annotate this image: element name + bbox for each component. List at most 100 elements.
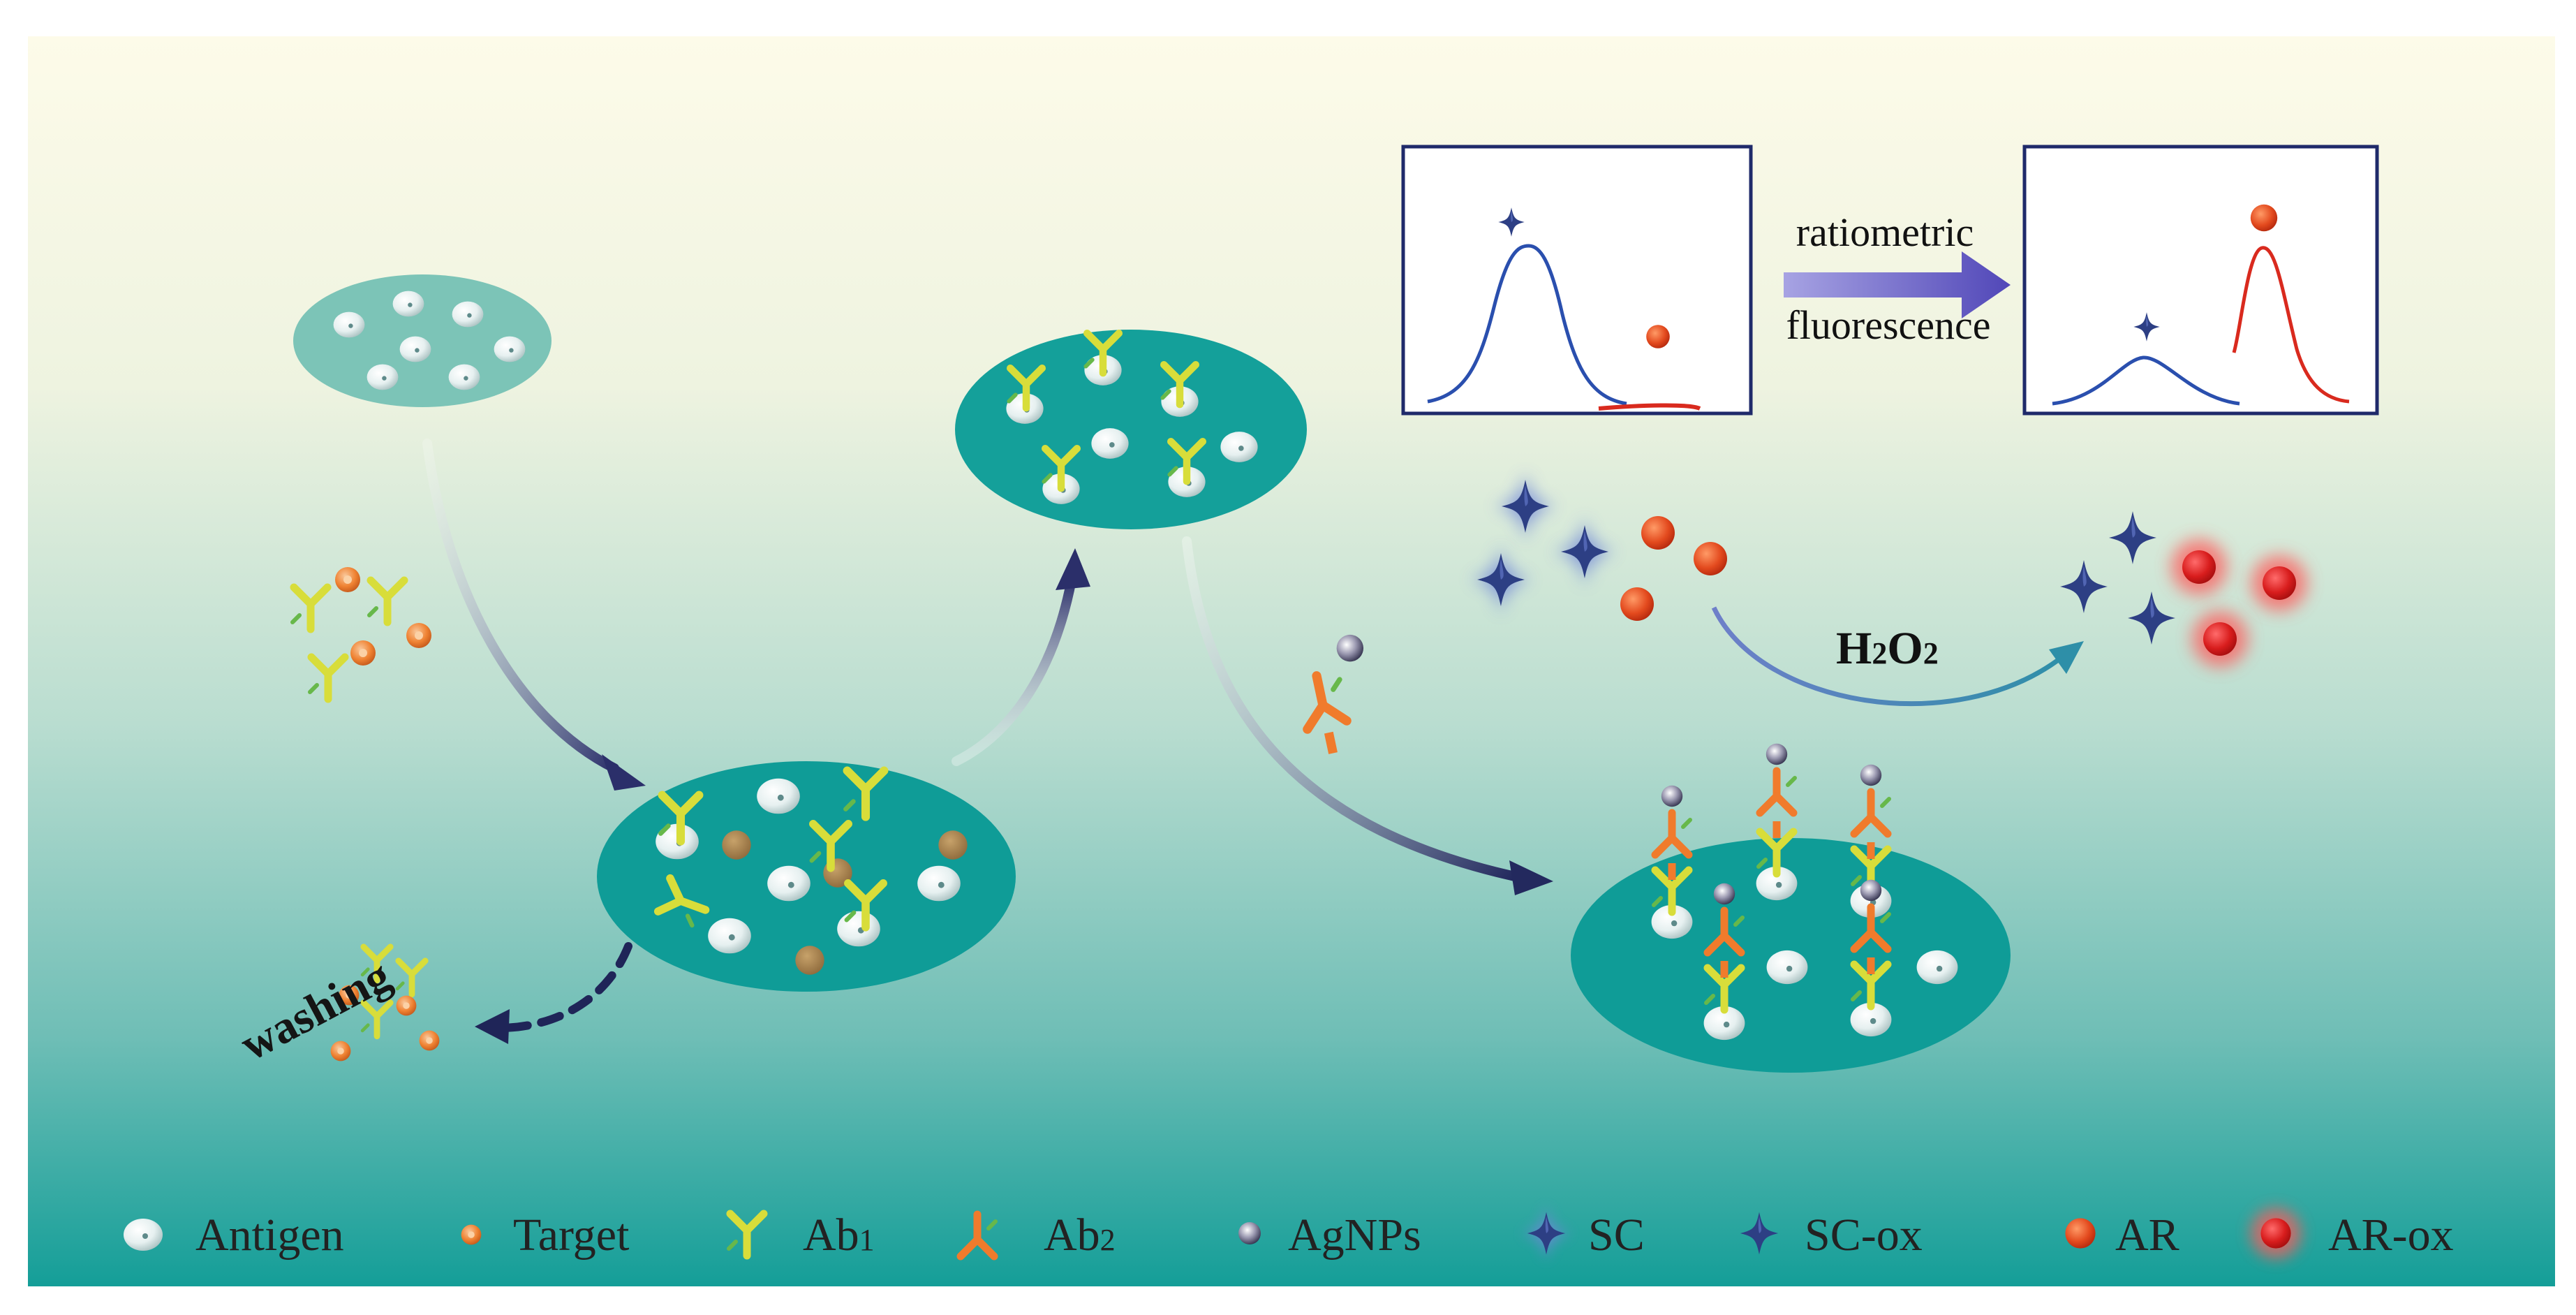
ab1-antibody [1041, 444, 1081, 492]
ar-molecule [2250, 204, 2278, 232]
ratiometric-arrow [1784, 251, 2011, 318]
ab1-antibody [1703, 964, 1745, 1014]
ar-molecule [1646, 325, 1670, 348]
ab1-antibody [658, 791, 704, 846]
ab2-antibody [1850, 788, 1892, 838]
agnp-particle [1860, 879, 1882, 902]
ab2-agnp-bound [1756, 743, 1798, 838]
legend-item-sc: SC [1521, 1205, 1645, 1261]
agnp-particle [1713, 883, 1735, 905]
ab2-antibody [1850, 903, 1892, 953]
spectrum-blue-peak [1427, 244, 1627, 406]
legend-label-agnps: AgNPs [1288, 1210, 1421, 1261]
ab2-agnp-bound [1850, 764, 1892, 859]
ab2-antibody [1756, 767, 1798, 817]
ab2-legend-icon [956, 1210, 998, 1261]
antigen-particle [1756, 866, 1798, 901]
agnp-particle [1336, 634, 1364, 662]
antigen-particle [917, 865, 961, 902]
antigen-particle [367, 364, 399, 390]
ab1-antibody [843, 766, 889, 821]
arox-molecule [2251, 555, 2307, 611]
ab1-antibody [1160, 360, 1200, 409]
ar-molecule [1620, 587, 1654, 621]
sc-molecule [1553, 517, 1616, 587]
legend-item-agnps: AgNPs [1238, 1210, 1421, 1261]
target-particle [461, 1224, 482, 1245]
target-particle [406, 623, 431, 648]
antigen-particle [1651, 904, 1693, 939]
washed-reagents [330, 943, 440, 1061]
plate-detection [1571, 743, 2011, 1073]
legend-label-ar: AR [2115, 1210, 2179, 1261]
ab2-agnp-conjugate [1303, 634, 1364, 754]
ab2-antibody [1703, 906, 1745, 957]
arox-legend-icon [2251, 1208, 2301, 1258]
products-scox-arox [2060, 511, 2307, 667]
antigen-particle [1766, 950, 1808, 985]
spectrum-red-peak [2232, 246, 2350, 404]
sc-legend-icon [1521, 1205, 1571, 1261]
legend-label-ab1: Ab1 [803, 1210, 875, 1261]
ab2-antibody [1303, 671, 1352, 734]
spectrum-before [1401, 145, 1753, 416]
ab1-antibody [1006, 364, 1046, 412]
legend-item-ab1: Ab1 [726, 1210, 875, 1261]
free-reagents-mix [290, 567, 431, 703]
plate-washed [955, 329, 1307, 529]
spectrum-blue-small [2052, 355, 2240, 406]
legend-item-arox: AR-ox [2251, 1208, 2454, 1261]
antigen-particle [1091, 428, 1129, 459]
antigen-particle [399, 336, 431, 362]
ab1-antibody [1756, 828, 1798, 878]
sc-molecule [1498, 207, 1525, 237]
antigen-particle [452, 301, 484, 328]
h2o2-arrow [1711, 606, 2084, 707]
antigen-particle [1703, 1006, 1745, 1041]
ab2-agnp-bound [1651, 785, 1693, 880]
antigen-particle [767, 865, 810, 902]
target-particle [335, 567, 360, 592]
ab1-antibody [1850, 960, 1892, 1011]
arrow-washing [475, 942, 632, 1044]
legend-item-ar: AR [2065, 1210, 2179, 1261]
plate-incubated [597, 761, 1016, 992]
sc-molecule [1494, 471, 1557, 541]
antigen-particle [1850, 1002, 1892, 1037]
arrow-step1 [422, 439, 646, 791]
antigen-particle [448, 364, 480, 390]
ab1-antibody [367, 576, 408, 626]
sc-molecule [1470, 545, 1532, 615]
ab1-antibody [307, 653, 349, 703]
ab1-antibody [1651, 866, 1693, 916]
arrow-step2 [952, 548, 1090, 766]
sc-molecule [2133, 312, 2160, 341]
legend-label-sc: SC [1588, 1210, 1645, 1261]
reactants-sc-ar [1470, 471, 1727, 621]
spectrum-red-baseline [1598, 403, 1701, 411]
legend-label-scox: SC-ox [1805, 1210, 1923, 1261]
ab1-antibody [1167, 437, 1207, 485]
fluorescence-label: fluorescence [1786, 302, 1990, 348]
legend-item-antigen: Antigen [124, 1210, 344, 1261]
scox-molecule [2128, 592, 2175, 645]
ab2-antibody [1651, 809, 1693, 859]
ar-molecule [1641, 516, 1675, 550]
arrow-step3 [1182, 536, 1553, 895]
antigen-particle [392, 291, 424, 317]
ar-molecule [1694, 542, 1727, 575]
ab1-antibody [360, 999, 394, 1040]
ratiometric-label: ratiometric [1796, 210, 1974, 255]
ab1-antibody [1083, 329, 1123, 377]
legend-label-antigen: Antigen [195, 1210, 344, 1261]
target-particle [339, 985, 360, 1006]
antigen-particle [1916, 950, 1958, 985]
legend-label-arox: AR-ox [2328, 1210, 2454, 1261]
scox-molecule [2060, 560, 2108, 613]
arox-molecule [2171, 539, 2227, 595]
plate-initial [293, 274, 552, 407]
antigen-particle [757, 778, 800, 814]
h2o2-label: H2O2 [1836, 623, 1939, 674]
target-particle [396, 995, 417, 1016]
